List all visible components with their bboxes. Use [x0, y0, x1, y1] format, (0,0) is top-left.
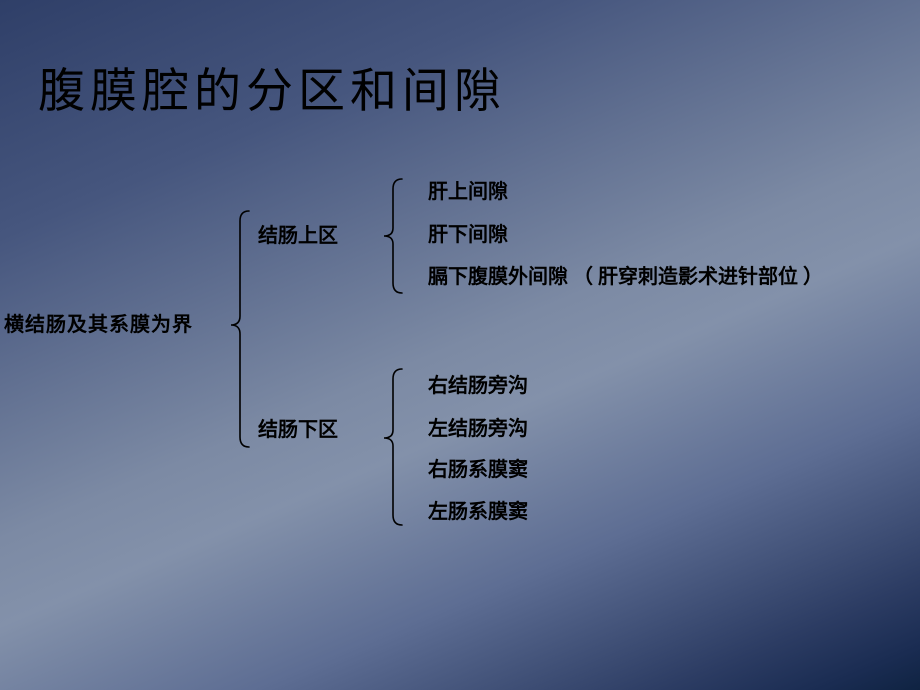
- leaf-item-left-paracolic-gutter: 左结肠旁沟: [428, 418, 528, 440]
- brace-root-icon: [230, 210, 252, 448]
- leaf-item-suprahepatic-space: 肝上间隙: [428, 181, 508, 203]
- root-label: 横结肠及其系膜为界: [4, 314, 193, 336]
- leaf-item-subhepatic-space: 肝下间隙: [428, 224, 508, 246]
- leaf-item-right-mesenteric-sinus: 右肠系膜窦: [428, 459, 528, 481]
- leaf-item-right-paracolic-gutter: 右结肠旁沟: [428, 375, 528, 397]
- leaf-item-left-mesenteric-sinus: 左肠系膜窦: [428, 501, 528, 523]
- branch-label-infracolic: 结肠下区: [258, 419, 338, 441]
- slide-title: 腹膜腔的分区和间隙: [38, 66, 506, 118]
- brace-supracolic-icon: [383, 178, 405, 294]
- brace-infracolic-icon: [383, 368, 405, 526]
- branch-label-supracolic: 结肠上区: [258, 225, 338, 247]
- leaf-item-subphrenic-extraperitoneal-space: 膈下腹膜外间隙 （ 肝穿刺造影术进针部位 ）: [428, 266, 823, 288]
